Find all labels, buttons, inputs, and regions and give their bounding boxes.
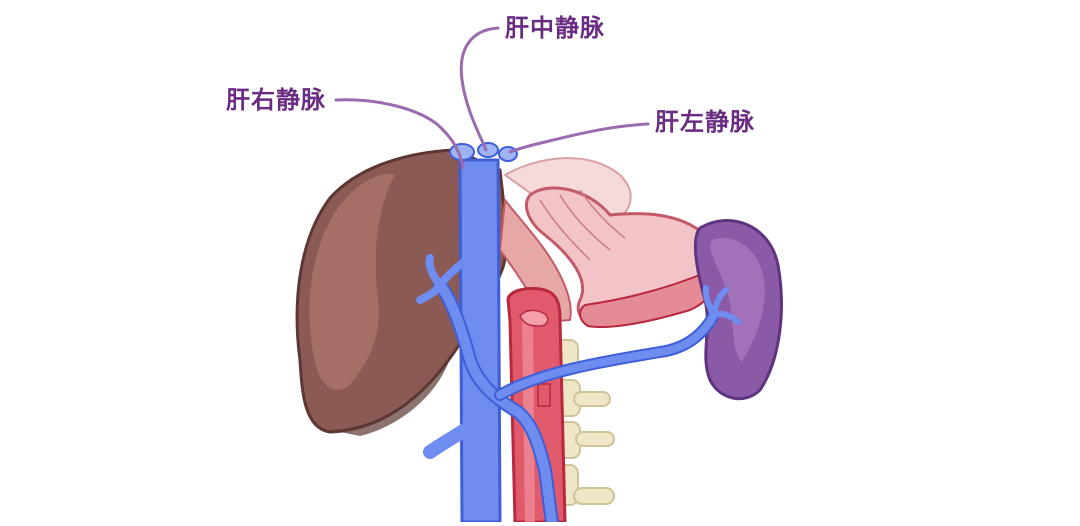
- stomach: [498, 157, 718, 329]
- liver-highlight: [309, 173, 395, 391]
- renal-vein: [423, 423, 472, 459]
- transverse-process: [573, 391, 611, 407]
- leader-line-right: [334, 98, 465, 170]
- aorta-body: [506, 286, 567, 524]
- stomach-folds: [539, 189, 626, 261]
- splenic-branches: [702, 285, 741, 325]
- leader-line-middle: [459, 26, 500, 152]
- leader-lines: [334, 26, 650, 170]
- veins: [416, 158, 741, 526]
- stomach-opening: [579, 268, 716, 329]
- right-hepatic-vein-label: 肝右静脉: [226, 86, 326, 114]
- renal-artery: [537, 383, 551, 407]
- transverse-process: [575, 431, 615, 447]
- portal-branches: [416, 254, 468, 304]
- portal-vein-fill: [435, 280, 557, 526]
- left-hepatic-vein-label: 肝左静脉: [655, 108, 755, 136]
- middle-hepatic-vein-label: 肝中静脉: [505, 14, 605, 42]
- spleen-highlight: [710, 238, 765, 362]
- spleen: [693, 218, 783, 401]
- splenic-vein-fill: [496, 311, 718, 399]
- liver: [295, 148, 508, 436]
- liver-shadow: [330, 358, 450, 436]
- transverse-process: [573, 487, 615, 505]
- celiac-trunk: [519, 309, 549, 327]
- leader-line-left: [508, 122, 650, 154]
- aorta: [506, 286, 567, 524]
- esophagus: [498, 197, 572, 324]
- middle-hepatic-vein-opening: [477, 142, 499, 158]
